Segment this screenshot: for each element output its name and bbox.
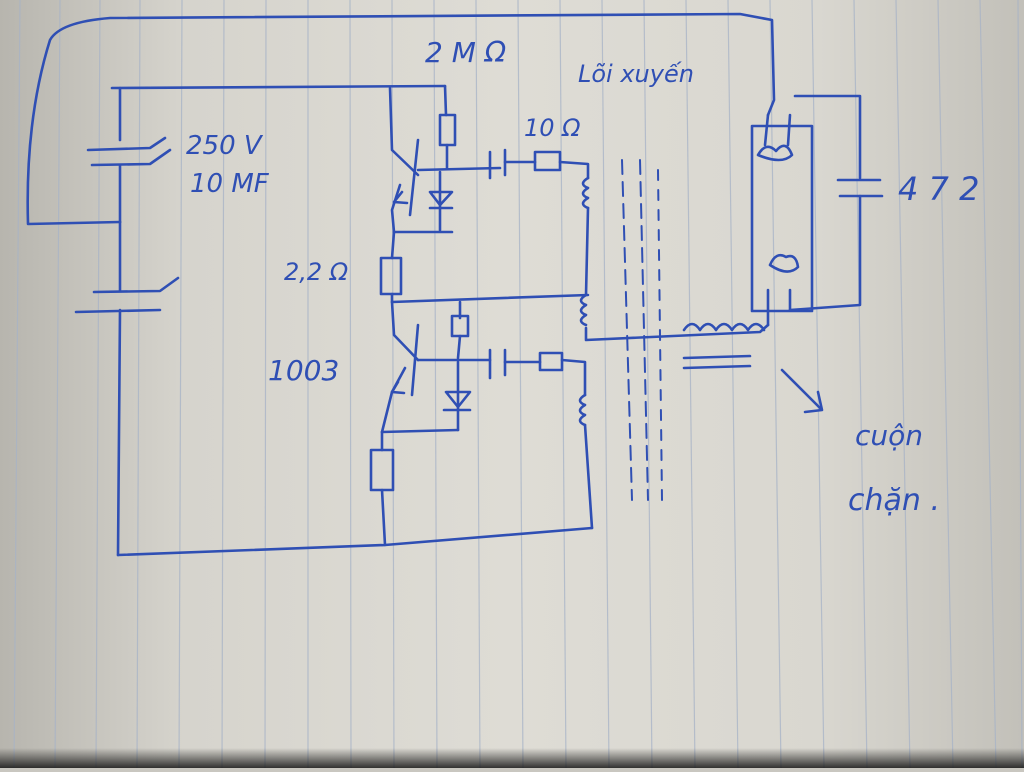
label-2m-ohm: 2 M Ω: [425, 36, 507, 69]
page-edge-shadow: [0, 748, 1024, 768]
label-core: Lõi xuyến: [578, 60, 694, 88]
top-rail: [110, 84, 447, 90]
transistor-lower: [369, 300, 492, 547]
label-1003: 1003: [268, 354, 339, 387]
label-2-2-ohm: 2,2 Ω: [284, 258, 349, 286]
choke-coil: [682, 322, 766, 370]
label-472: 4 7 2: [898, 170, 979, 208]
toroid-core: [621, 159, 663, 501]
choke-arrow: [780, 368, 824, 414]
label-10mf: 10 MF: [190, 169, 270, 199]
lower-branch: [488, 348, 594, 530]
label-choke-2: chặn .: [848, 483, 940, 518]
label-choke-1: cuộn: [855, 419, 923, 452]
top-loop-wire: [26, 12, 776, 226]
upper-branch: [488, 148, 770, 342]
capacitor-472: [836, 178, 884, 198]
resistor-2-2: [379, 230, 590, 304]
label-10-ohm: 10 Ω: [524, 114, 581, 142]
ruled-lines: [13, 0, 1023, 769]
capacitor-250v: [86, 86, 172, 224]
transistor-upper: [388, 84, 502, 234]
capacitor-lower: [74, 220, 180, 557]
label-250v: 250 V: [186, 131, 264, 161]
lamp-tube: [750, 94, 862, 327]
